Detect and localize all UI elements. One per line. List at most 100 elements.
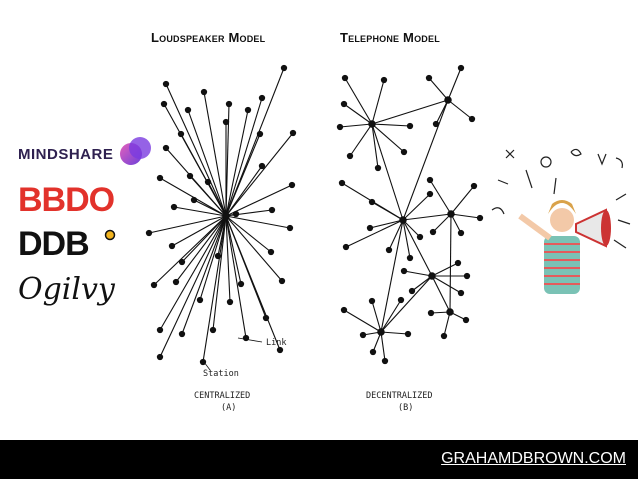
station-node [187,173,192,178]
link [404,271,432,276]
station-node [197,297,202,302]
link [372,80,384,124]
station-node [370,349,375,354]
link [372,124,403,220]
link [226,133,293,216]
link [403,194,430,220]
station-node [179,331,184,336]
link [226,216,282,281]
station-node [477,215,482,220]
station-node [233,211,238,216]
station-node [179,259,184,264]
station-node [151,282,156,287]
station-node [238,281,243,286]
link [344,104,372,124]
station-node [386,247,391,252]
link [340,124,372,127]
link [372,124,410,126]
mindshare-mark-icon [118,134,154,170]
hub-node [445,97,451,103]
station-node [281,65,286,70]
station-node [205,179,210,184]
hub-node [400,217,406,223]
link [345,78,372,124]
hub-node [447,309,453,315]
station-node [259,163,264,168]
centralized-network [146,65,295,364]
station-node [409,288,414,293]
centralized-label: CENTRALIZED [194,391,250,401]
station-node [407,255,412,260]
station-node [343,244,348,249]
station-node [163,81,168,86]
station-node [263,315,268,320]
station-node [245,107,250,112]
station-node [426,75,431,80]
station-node [428,310,433,315]
bbdo-logo: BBDO [18,181,114,220]
link [204,92,226,216]
station-node [430,229,435,234]
station-node [369,298,374,303]
link [226,98,262,216]
station-node [169,243,174,248]
link [166,84,226,216]
station-node [441,333,446,338]
station-node [339,180,344,185]
station-node [341,101,346,106]
link [432,263,458,276]
station-node [337,124,342,129]
decentralized-network [337,65,482,363]
station-node [360,332,365,337]
station-node [210,327,215,332]
link [451,214,480,218]
station-node [464,273,469,278]
station-node [289,182,294,187]
station-node [469,116,474,121]
ddb-logo-text: DDB [18,225,89,263]
station-node [405,331,410,336]
link [403,100,448,220]
footer-bar: GRAHAMDBROWN.COM [0,440,638,479]
website-link[interactable]: GRAHAMDBROWN.COM [441,450,626,468]
link [381,332,385,361]
station-node [417,234,422,239]
hub-node [448,211,454,217]
station-node [215,253,220,258]
station-node [427,177,432,182]
station-node [369,199,374,204]
station-node [269,207,274,212]
link [389,220,403,250]
link [160,216,226,357]
station-node [381,77,386,82]
station-node [347,153,352,158]
station-node [200,359,205,364]
link [372,124,378,168]
station-node [268,249,273,254]
link [450,214,451,312]
link [203,216,226,362]
station-label: Station [203,369,239,379]
link [403,214,451,220]
link [350,124,372,156]
station-node [157,354,162,359]
link [430,180,451,214]
girl-figure [520,200,580,294]
mindshare-logo: MINDSHARE [18,146,113,163]
station-node [375,165,380,170]
link [448,68,461,100]
link [372,100,448,124]
link [226,216,290,228]
centralized-sub-label: (A) [221,403,236,413]
station-node [226,101,231,106]
mindshare-logo-text: MINDSHARE [18,146,113,163]
ogilvy-logo: Ogilvy [18,272,115,307]
station-node [463,317,468,322]
station-node [191,197,196,202]
station-node [398,297,403,302]
station-node [157,175,162,180]
megaphone-icon [576,210,611,246]
station-node [471,183,476,188]
station-node [277,347,282,352]
station-node [342,75,347,80]
